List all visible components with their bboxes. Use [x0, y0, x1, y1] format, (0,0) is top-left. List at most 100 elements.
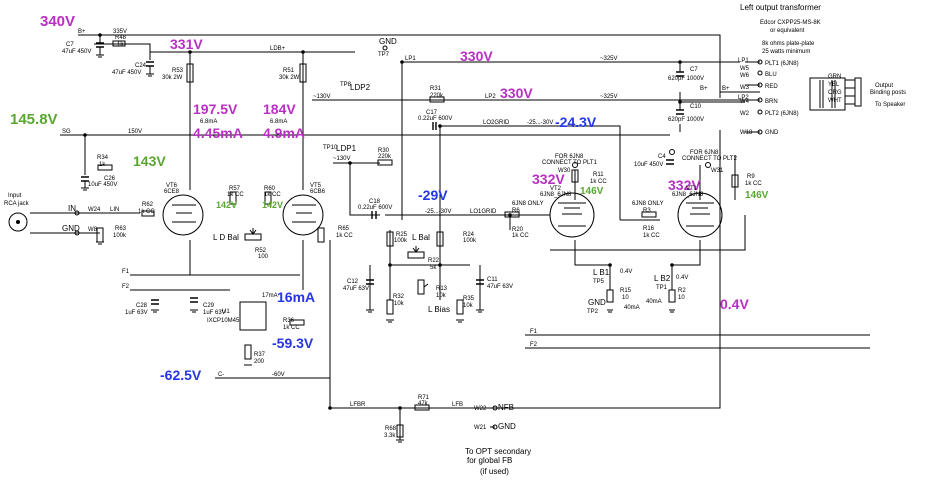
- ot-w2: W2: [740, 111, 750, 117]
- current-445: 4.45mA: [193, 125, 243, 141]
- ot-w3: W3: [740, 85, 750, 91]
- junctions: [83, 33, 682, 410]
- voltage-330a: 330V: [460, 48, 493, 64]
- ot-yel: YEL: [828, 82, 840, 88]
- voltage-142b: 142V: [262, 200, 283, 210]
- r57-label: R57: [229, 186, 241, 192]
- net-2530a: -25...-30V: [527, 120, 553, 126]
- net-lfb: LFB: [452, 402, 463, 408]
- voltage-184: 184V: [263, 101, 296, 117]
- r15-label: R15: [620, 288, 632, 294]
- ma40a-label: 40mA: [624, 305, 640, 311]
- c18-value: 0.22uF 600V: [358, 205, 392, 211]
- vt6-label: VT6: [166, 183, 178, 189]
- voltage-625: -62.5V: [160, 367, 202, 383]
- r60-value: 1k CC: [264, 192, 281, 198]
- l-bal-label: L Bal: [412, 233, 430, 242]
- output-label-2: Binding posts: [870, 90, 906, 96]
- voltage-331: 331V: [170, 36, 203, 52]
- r2-value: 10: [678, 295, 685, 301]
- r68-value: 3.3k: [384, 433, 396, 439]
- ot-gnd: GND: [765, 130, 779, 136]
- net-lfbr: LFBR: [350, 402, 366, 408]
- title-spec1: 8k ohms plate-plate: [762, 41, 815, 47]
- net-325a: ~325V: [600, 56, 618, 62]
- r31-value: 220k: [430, 93, 444, 99]
- fb-note-2: for global FB: [467, 456, 512, 465]
- vt1-label: VT1: [686, 186, 698, 192]
- voltage-243: -24.3V: [555, 114, 597, 130]
- u1-type: IXCP10M45: [207, 318, 240, 324]
- r71-label: R71: [418, 395, 430, 401]
- r9-value: 1k CC: [745, 181, 762, 187]
- u1-label: U1: [222, 309, 230, 315]
- net-w24: W24: [88, 207, 101, 213]
- current-49: 4.9mA: [263, 125, 305, 141]
- c17-label: C17: [426, 110, 438, 116]
- vt5-type: 6CB6: [310, 189, 326, 195]
- ot-blu: BLU: [765, 72, 777, 78]
- fb-note-3: (if used): [480, 467, 509, 476]
- gnd2-label: GND: [588, 298, 606, 307]
- c10-label: C10: [690, 104, 702, 110]
- r53-value: 30k 2W: [162, 75, 183, 81]
- voltage-29: -29V: [418, 187, 448, 203]
- c24-label: C24: [135, 63, 147, 69]
- net-w21: W21: [474, 425, 487, 431]
- net-325b: ~325V: [600, 94, 618, 100]
- r31-label: R31: [430, 86, 442, 92]
- r2-label: R2: [678, 288, 686, 294]
- r16-value: 1k CC: [643, 233, 660, 239]
- net-eplus: B+: [700, 86, 708, 92]
- r24-label: R24: [463, 232, 475, 238]
- w30-label: W30: [558, 168, 571, 174]
- r34-value: 1k: [99, 162, 106, 168]
- r71-value: 47k: [418, 401, 429, 407]
- tp2-label: TP2: [587, 309, 599, 315]
- c17-value: 0.22uF 600V: [418, 116, 452, 122]
- voltage-146a: 146V: [580, 186, 604, 197]
- c4-value: 10uF 450V: [634, 162, 663, 168]
- c7-value: 47uF 450V: [62, 49, 91, 55]
- voltage-146b: 146V: [745, 190, 769, 201]
- r62-label: R62: [142, 202, 154, 208]
- ma40b-label: 40mA: [646, 299, 662, 305]
- for1b-label: CONNECT TO PLT1: [542, 160, 598, 166]
- labels: Left output transformer Edcor CXPP25-MS-…: [4, 3, 906, 476]
- w31-label: W31: [711, 168, 724, 174]
- current-16: 16mA: [277, 289, 315, 305]
- r68-label: R68: [385, 426, 397, 432]
- tp5-label: TP5: [593, 279, 605, 285]
- lb2-label: L B2: [654, 274, 671, 283]
- r65-value: 1k CC: [336, 233, 353, 239]
- c28-value: 1uF 63V: [125, 310, 148, 316]
- r30-label: R30: [378, 148, 390, 154]
- title-spec2: 25 watts minimum: [762, 49, 810, 55]
- r3-value: 6JN8 ONLY: [632, 201, 664, 207]
- c10-value: 620pF 1000V: [668, 117, 704, 123]
- net-f1a: F1: [122, 269, 130, 275]
- net-gnd-fb: GND: [498, 422, 516, 431]
- ot-w5: W5: [740, 66, 750, 72]
- output-label-3: To Speaker: [875, 102, 905, 108]
- r16-label: R16: [643, 226, 655, 232]
- net-150: 150V: [128, 129, 142, 135]
- lb1-label: L B1: [593, 268, 610, 277]
- title-text: Left output transformer: [740, 3, 821, 12]
- r25-value: 100k: [394, 238, 408, 244]
- l-bias-label: L Bias: [428, 305, 450, 314]
- voltage-593: -59.3V: [272, 335, 314, 351]
- net-f2b: F2: [530, 342, 538, 348]
- c12-value: 47uF 63V: [343, 286, 369, 292]
- net-sg-left: SG: [62, 129, 71, 135]
- c7b-label: C7: [690, 67, 698, 73]
- input-label-1: Input: [8, 193, 22, 199]
- net-f2a: F2: [122, 284, 130, 290]
- ma68a-label: 6.8mA: [200, 119, 217, 125]
- net-60: -60V: [272, 372, 285, 378]
- u1-regulator: [239, 301, 267, 331]
- vt2-type: 6JN8_6JN8: [540, 192, 572, 198]
- net-w22: W22: [474, 406, 487, 412]
- voltage-340: 340V: [40, 13, 75, 30]
- net-lp1: LP1: [405, 56, 416, 62]
